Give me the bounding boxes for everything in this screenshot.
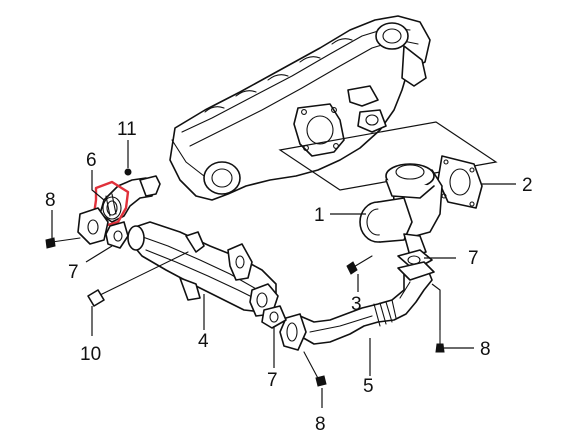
callout-7-valve: 7 (468, 248, 479, 269)
bolt-8-bottom (303, 351, 327, 387)
pipe-elbow-6 (92, 175, 161, 228)
bolt-8-right (435, 329, 445, 353)
callout-7-cooler: 7 (267, 370, 278, 391)
callout-8-left: 8 (45, 190, 56, 211)
highlight-outline (92, 180, 130, 228)
egr-valve (359, 163, 443, 257)
callout-1: 1 (314, 205, 325, 226)
bolt-3 (346, 255, 373, 275)
callout-10: 10 (80, 344, 101, 365)
callout-5: 5 (363, 376, 374, 397)
callout-6: 6 (86, 150, 97, 171)
gasket-7-cooler (261, 305, 287, 329)
callout-11: 11 (117, 119, 137, 140)
manifold-mounting-leaders (278, 121, 498, 191)
callout-8-bottom: 8 (315, 414, 326, 435)
bolt-10 (87, 251, 189, 307)
egr-pipe-5 (279, 261, 435, 351)
egr-cooler-4 (127, 221, 279, 317)
egr-gasket-plate (437, 155, 483, 209)
flange-plate-left (77, 207, 109, 245)
callout-7-left: 7 (68, 262, 79, 283)
bolt-11 (124, 168, 132, 176)
gasket-7-left (105, 221, 129, 249)
leader-lines (51, 140, 516, 408)
callout-4: 4 (198, 331, 209, 352)
bolt-8-left (45, 237, 81, 249)
callout-labels: 11 6 8 7 10 1 2 7 3 4 7 5 8 8 (45, 119, 533, 435)
callout-2: 2 (522, 175, 533, 196)
callout-8-right: 8 (480, 339, 491, 360)
callout-3: 3 (351, 294, 362, 315)
intake-manifold (169, 15, 431, 201)
